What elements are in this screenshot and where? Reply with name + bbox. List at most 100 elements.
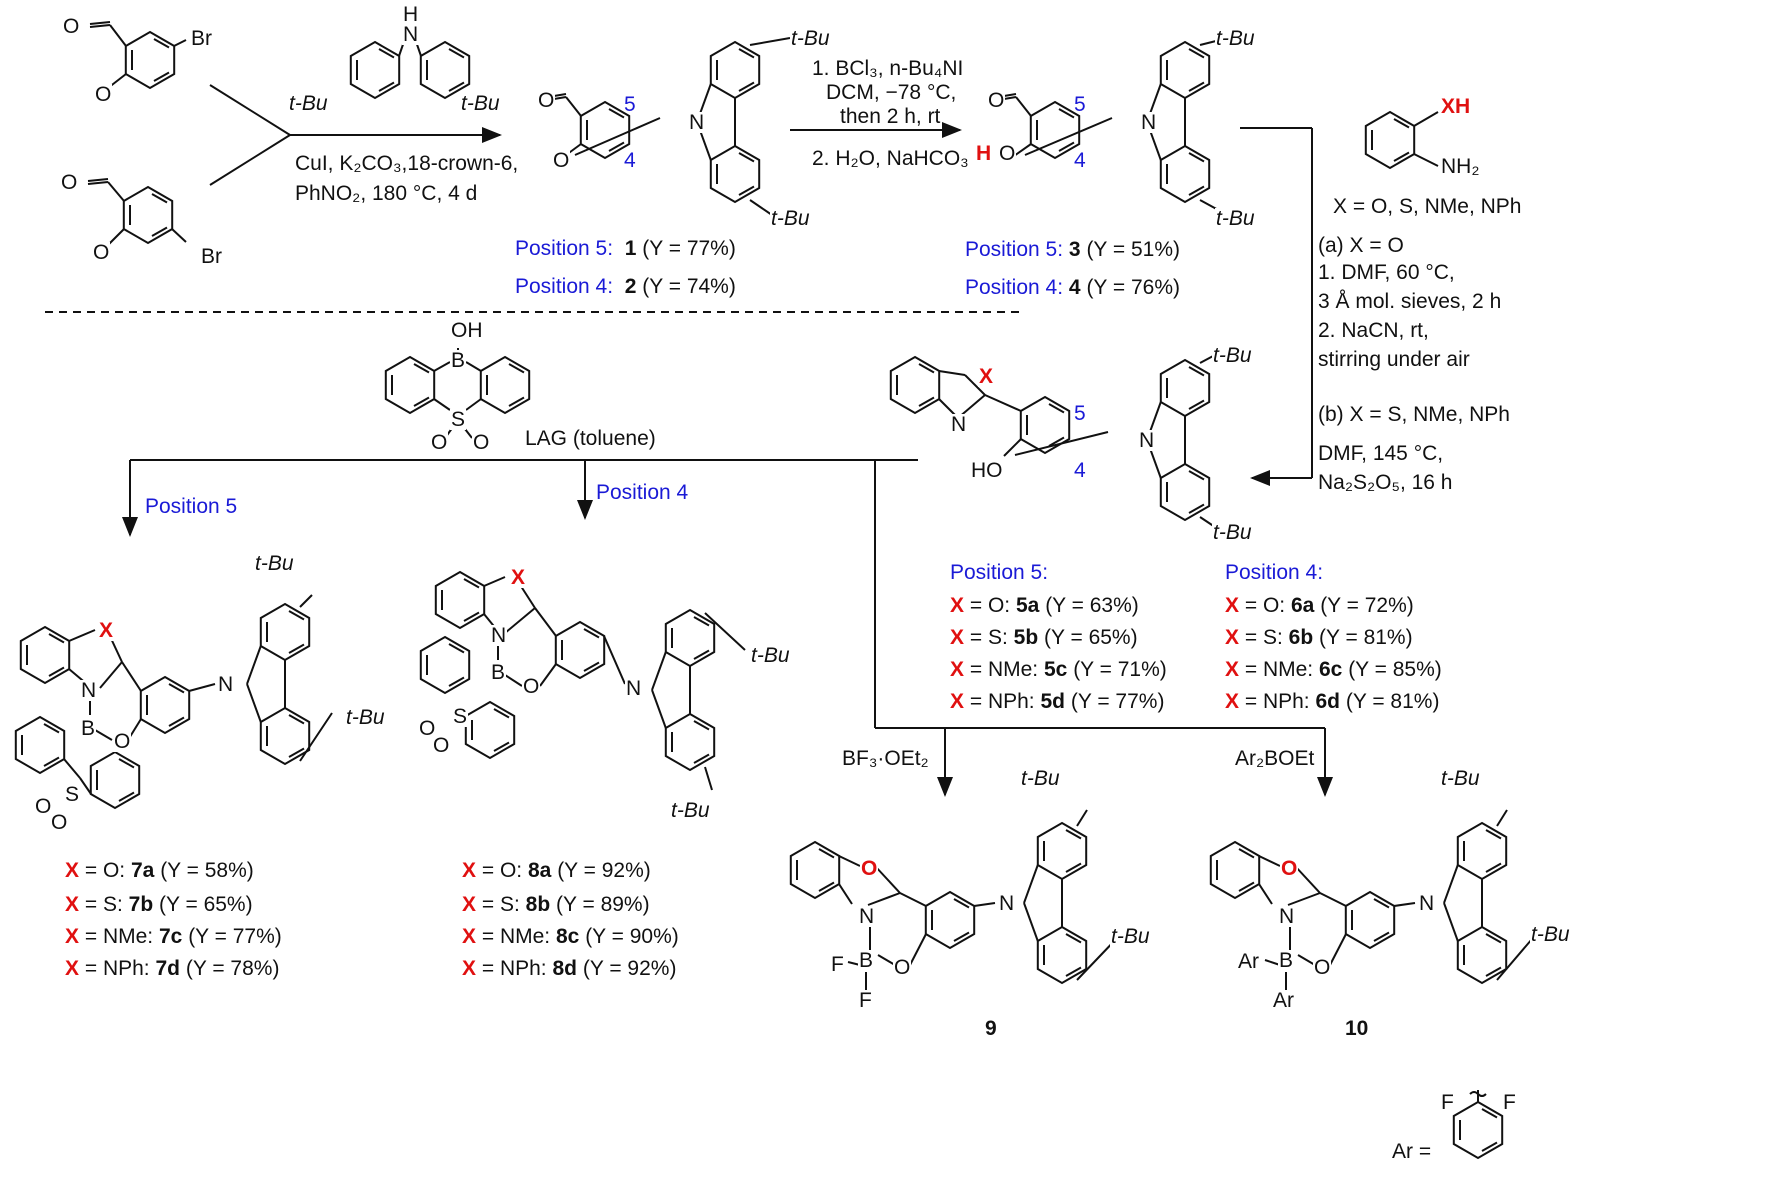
product-line-1: Position 5: 1 (Y = 77%)	[515, 237, 736, 260]
tbu-label: t-Bu	[770, 207, 811, 230]
tbu-label: t-Bu	[1215, 207, 1256, 230]
atom-label: F	[830, 953, 845, 976]
tbu-label: t-Bu	[1215, 27, 1256, 50]
branch-label-pos4: Position 4	[596, 481, 689, 504]
atom-label: O	[522, 675, 541, 698]
atom-label: Ar	[1237, 950, 1260, 973]
atom-label-o: O	[860, 857, 879, 880]
tbu-label: t-Bu	[1212, 344, 1253, 367]
atom-label: O	[472, 431, 491, 454]
reagent-line: 1. BCl₃, n-Bu₄NI	[812, 57, 964, 80]
tbu-label: t-Bu	[460, 92, 501, 115]
tbu-label: t-Bu	[254, 552, 295, 575]
atom-label: B	[80, 717, 97, 740]
atom-label: N	[998, 892, 1016, 915]
atom-label-h: H	[975, 142, 993, 165]
atom-label: N	[1278, 905, 1296, 928]
reagent-line: CuI, K₂CO₃,18-crown-6,	[295, 152, 519, 175]
atom-label-o: O	[1280, 857, 1299, 880]
atom-label-x: X	[98, 619, 115, 642]
atom-label: B	[450, 349, 467, 372]
atom-label: S	[64, 783, 81, 806]
cond-b-step: Na₂S₂O₅, 16 h	[1318, 471, 1453, 494]
cond-a-label: (a) X = O	[1318, 234, 1404, 257]
group-title: Position 4:	[1225, 561, 1324, 584]
tbu-label: t-Bu	[750, 644, 791, 667]
atom-label: O	[537, 89, 556, 112]
bf3-label: BF₃·OEt₂	[842, 747, 929, 770]
position-5-label: 5	[1074, 402, 1086, 425]
compound-10-label: 10	[1345, 1017, 1369, 1040]
reagent-line: 2. H₂O, NaHCO₃	[812, 147, 969, 170]
atom-label: N	[1418, 892, 1436, 915]
atom-label: O	[1313, 956, 1332, 979]
atom-label: N	[858, 905, 876, 928]
atom-label: F	[1502, 1091, 1517, 1114]
tbu-label: t-Bu	[1110, 925, 1151, 948]
product-line-2: Position 4: 2 (Y = 74%)	[515, 275, 736, 298]
atom-label: O	[50, 811, 69, 834]
atom-label: O	[62, 15, 81, 38]
atom-label-xh: XH	[1440, 95, 1472, 118]
cond-b-step: DMF, 145 °C,	[1318, 442, 1444, 465]
tbu-label: t-Bu	[345, 706, 386, 729]
x-def-line: X = O, S, NMe, NPh	[1333, 195, 1522, 218]
atom-label: O	[552, 149, 571, 172]
atom-label: H	[402, 3, 420, 26]
group-title: Position 5:	[950, 561, 1049, 584]
cond-a-step: stirring under air	[1318, 348, 1470, 371]
atom-label: O	[432, 734, 451, 757]
atom-label: O	[987, 89, 1006, 112]
atom-label: N	[80, 679, 98, 702]
atom-label: N	[217, 673, 235, 696]
tbu-label: t-Bu	[1212, 521, 1253, 544]
tbu-label: t-Bu	[288, 92, 329, 115]
atom-label: N	[688, 111, 706, 134]
position-4-label: 4	[624, 149, 636, 172]
atom-label-x: X	[510, 566, 527, 589]
tbu-label: t-Bu	[790, 27, 831, 50]
atom-label: NH₂	[1440, 155, 1481, 178]
atom-label: N	[1138, 429, 1156, 452]
ar2boet-label: Ar₂BOEt	[1235, 747, 1315, 770]
branch-label-pos5: Position 5	[145, 495, 238, 518]
atom-label: N	[402, 23, 420, 46]
atom-label: OH	[450, 319, 484, 342]
reagent-line: DCM, −78 °C,	[826, 81, 957, 104]
atom-label: N	[625, 677, 643, 700]
tbu-label: t-Bu	[1530, 923, 1571, 946]
ar-definition: Ar =	[1392, 1140, 1432, 1163]
position-4-label: 4	[1074, 459, 1086, 482]
atom-label: Ar	[1272, 989, 1295, 1012]
tbu-label: t-Bu	[1440, 767, 1481, 790]
reagent-line: PhNO₂, 180 °C, 4 d	[295, 182, 478, 205]
cond-a-step: 2. NaCN, rt,	[1318, 319, 1429, 342]
atom-label: O	[998, 142, 1017, 165]
atom-label: B	[490, 661, 507, 684]
atom-label: HO	[970, 459, 1004, 482]
atom-label: S	[452, 705, 469, 728]
atom-label: Br	[200, 245, 223, 268]
atom-label: O	[94, 83, 113, 106]
cond-a-step: 1. DMF, 60 °C,	[1318, 261, 1455, 284]
reagent-line: then 2 h, rt	[840, 105, 941, 128]
product-line-3: Position 5: 3 (Y = 51%)	[965, 238, 1181, 261]
atom-label: B	[1278, 949, 1295, 972]
atom-label-x: X	[978, 365, 995, 388]
position-4-label: 4	[1074, 149, 1086, 172]
atom-label: O	[34, 795, 53, 818]
atom-label: O	[113, 730, 132, 753]
tbu-label: t-Bu	[1020, 767, 1061, 790]
atom-label: S	[450, 408, 467, 431]
atom-label: O	[92, 241, 111, 264]
product-line-4: Position 4: 4 (Y = 76%)	[965, 276, 1181, 299]
position-5-label: 5	[1074, 93, 1086, 116]
atom-label: O	[430, 431, 449, 454]
atom-label: N	[950, 413, 968, 436]
tbu-label: t-Bu	[670, 799, 711, 822]
atom-label: F	[858, 989, 873, 1012]
atom-label: Br	[190, 27, 213, 50]
position-5-label: 5	[624, 93, 636, 116]
cond-a-step: 3 Å mol. sieves, 2 h	[1318, 290, 1502, 313]
